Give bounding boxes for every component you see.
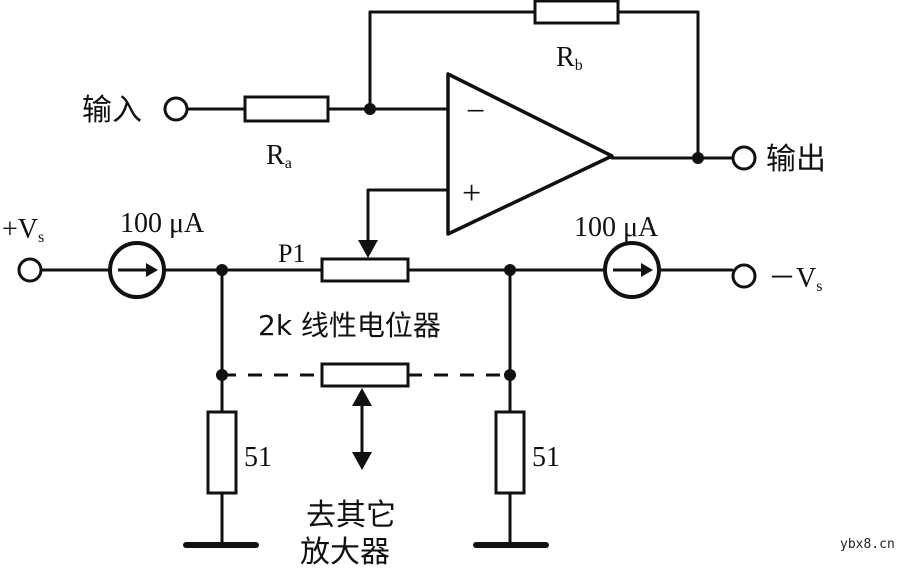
wiper-arrow-p1 [358, 236, 378, 258]
terminal-plus-vs [17, 257, 43, 283]
label-current-left: 100 μA [120, 208, 205, 239]
opamp-plus-sign: + [462, 175, 481, 212]
potentiometer-secondary [320, 362, 410, 388]
junction-node [692, 152, 704, 164]
label-output: 输出 [766, 142, 826, 177]
current-source-left [108, 241, 166, 299]
terminal-output [731, 145, 757, 171]
label-51-left: 51 [244, 442, 272, 473]
label-other-amplifier-line1: 去其它 [306, 498, 396, 533]
label-p1: P1 [278, 239, 305, 268]
label-potentiometer: 2k 线性电位器 [258, 309, 441, 342]
resistor-51-right [494, 410, 526, 495]
label-minus-vs: －Vs [768, 263, 822, 295]
label-input: 输入 [82, 93, 142, 128]
junction-node [504, 264, 516, 276]
current-source-right [603, 241, 661, 299]
wiper-arrow-double [352, 388, 372, 470]
label-current-right: 100 μA [574, 212, 659, 243]
resistor-ra [243, 95, 330, 123]
opamp-minus-sign: − [466, 93, 485, 130]
label-51-right: 51 [532, 442, 560, 473]
junction-node [504, 369, 516, 381]
terminal-input [163, 96, 189, 122]
resistor-51-left [206, 410, 238, 495]
label-other-amplifier-line2: 放大器 [300, 535, 390, 568]
opamp [446, 72, 614, 236]
label-rb: Rb [556, 42, 583, 74]
junction-node [216, 369, 228, 381]
junction-node [364, 103, 376, 115]
potentiometer-p1 [320, 257, 410, 283]
terminal-minus-vs [731, 263, 757, 289]
wires [40, 10, 734, 548]
watermark: ybx8.cn [840, 537, 895, 552]
label-plus-vs: +Vs [2, 214, 44, 246]
label-ra: Ra [266, 140, 292, 172]
resistor-rb [533, 0, 620, 25]
junction-node [216, 264, 228, 276]
